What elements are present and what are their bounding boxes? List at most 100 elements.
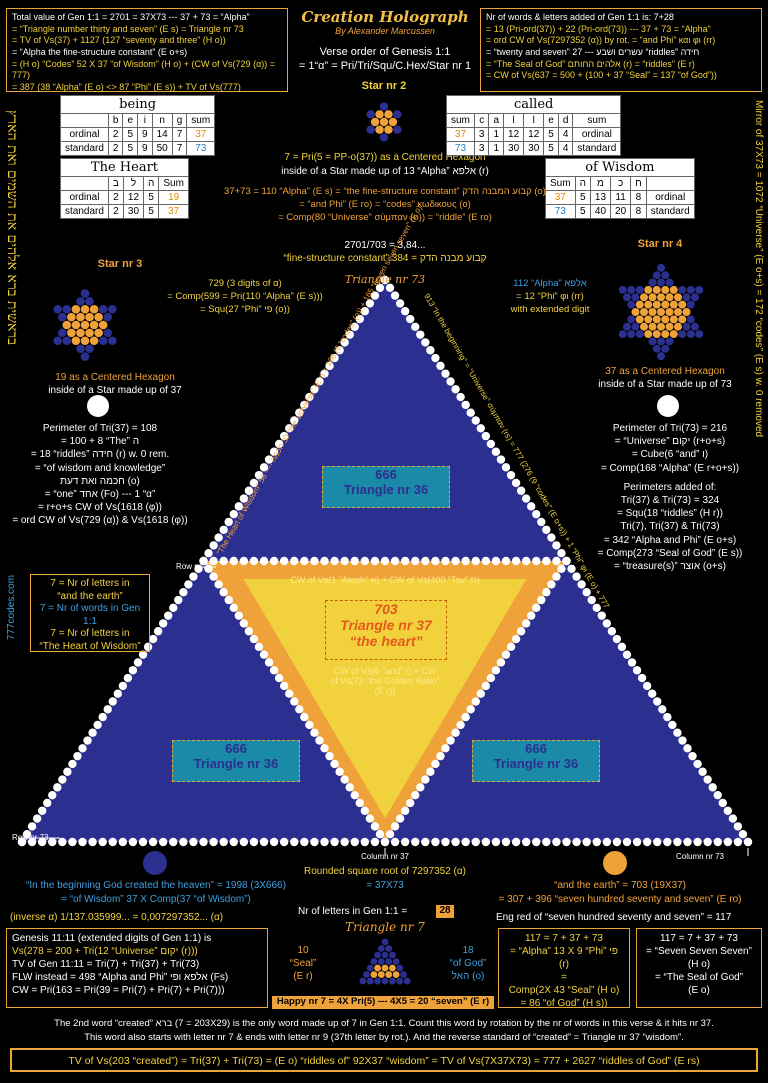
triangle-edge-dot [68, 759, 77, 769]
triangle-edge-dot [592, 603, 601, 613]
star4-dot [657, 278, 665, 287]
triangle-edge-dot [673, 837, 682, 847]
triangle-edge-dot [375, 283, 385, 293]
star4-dot [648, 337, 657, 346]
god18: 18 “of God” האל (o) [440, 944, 496, 983]
triangle-edge-dot [486, 439, 496, 449]
triangle-row37-dot [290, 556, 299, 566]
triangle-inner-dot [259, 650, 269, 659]
triangle-edge-dot [506, 470, 516, 480]
triangle-inner-dot [411, 790, 420, 800]
triangle-edge-dot [83, 736, 92, 745]
row73-label: Row nr 73 [12, 833, 49, 842]
triangle-edge-dot [663, 837, 672, 847]
star3-dot [85, 297, 94, 306]
star4-dot [669, 300, 678, 309]
triangle-edge-dot [133, 658, 143, 667]
triangle-inner-dot [264, 658, 274, 667]
triangle-row37-dot [209, 556, 218, 566]
triangle-inner-dot [214, 580, 223, 589]
heart-cell: 37 [158, 204, 189, 219]
perim37-7: = ord CW of Vs(729 (α)) & Vs(1618 (φ)) [12, 515, 188, 527]
tri7-dot [374, 977, 381, 985]
star3-dot [57, 328, 67, 338]
triangle-inner-dot [199, 556, 208, 566]
triangle-edge-dot [632, 837, 642, 847]
star2-dot [379, 117, 389, 127]
triangle-edge-dot [416, 330, 425, 339]
triangle-inner-dot [325, 751, 334, 761]
perim73-10: = Comp(273 “Seal of God” (E s)) [597, 547, 743, 559]
triangle-row37-dot [229, 556, 238, 566]
triangle-edge-dot [683, 744, 692, 753]
triangle-edge-dot [148, 837, 158, 847]
triangle-edge-dot [481, 431, 491, 441]
triangle-edge-dot [199, 837, 208, 847]
triangle-inner-dot [224, 595, 233, 605]
triangle-edge-dot [249, 837, 259, 847]
tri-br-number: 666 [525, 741, 547, 756]
triangle-edge-dot [678, 736, 687, 745]
star4-dot [678, 300, 687, 309]
triangle-edge-dot [723, 806, 733, 815]
eq117b-3: = “The Seal of God” [654, 972, 744, 983]
tri7-dot [400, 971, 407, 978]
mid-line-1: = “and Phi” (E ro) = “codes” κωδικους (o… [299, 199, 471, 210]
heaven-1: “In the beginning God created the heaven… [26, 880, 286, 891]
triangle-inner-dot [305, 720, 314, 730]
triangle-edge-dot [552, 837, 561, 847]
star3-dot [98, 320, 108, 330]
star4-dot [674, 322, 682, 331]
star4-dot [682, 322, 691, 331]
star3-dot [80, 352, 90, 361]
star4-dot [644, 330, 653, 339]
tr-line-5: = CW of Vs(637 = 500 + (100 + 37 “Seal” … [486, 70, 717, 81]
star4-dot [695, 330, 704, 339]
star4-dot [644, 300, 653, 309]
tri7-dot [370, 958, 378, 965]
star2-dot [379, 133, 389, 142]
triangle-edge-dot [627, 658, 637, 667]
triangle-inner-dot [516, 627, 526, 636]
star4-dot [661, 300, 670, 309]
called-cell: standard [572, 141, 622, 156]
triangle-inner-dot [471, 697, 480, 706]
eq117a-0: 117 = 7 + 37 + 73 [525, 933, 603, 944]
triangle-row37-dot [269, 556, 279, 566]
tl-line-5: = 387 (38 “Alpha” (E o) <> 87 “Phi” (E s… [12, 82, 241, 93]
star4-dot [665, 337, 674, 346]
triangle-edge-dot [653, 837, 662, 847]
called-cell: 30 [523, 141, 545, 156]
star4-dot [661, 285, 670, 294]
star4-dot [678, 285, 687, 294]
triangle-edge-dot [597, 611, 606, 620]
triangle-inner-dot [537, 595, 546, 605]
triangle-edge-dot [511, 478, 521, 488]
heart-block: 703 Triangle nr 37 “the heart” [325, 600, 447, 660]
star4-dot [657, 263, 665, 272]
triangle-inner-dot [274, 673, 284, 683]
triangle-edge-dot [456, 392, 465, 402]
heaven-2: = “of Wisdom” 37 X Comp(37 “of Wisdom”) [61, 894, 251, 905]
perim73-11: = “treasure(s)” אוצר (o+s) [614, 560, 726, 572]
triangle-edge-dot [542, 525, 551, 534]
star4-dot [652, 344, 661, 353]
heart-name: Triangle nr 37 [340, 617, 432, 633]
website-link[interactable]: 777codes.com [6, 574, 17, 640]
called-cell: 3 [473, 141, 490, 156]
perim73-6: Tri(37) & Tri(73) = 324 [620, 494, 720, 506]
star4-dot [627, 330, 636, 339]
star3-dot [103, 328, 113, 338]
triangle-edge-dot [421, 837, 430, 847]
triangle-edge-dot [703, 837, 712, 847]
star4-dot [627, 285, 636, 294]
star4-dot [665, 293, 674, 302]
star4-dot [652, 271, 661, 280]
triangle-edge-dot [673, 728, 682, 737]
triangle-inner-dot [355, 798, 364, 808]
triangle-edge-dot [224, 517, 233, 527]
triangle-edge-dot [108, 697, 117, 706]
tr-line-2: = ord CW of Vs(7297352 (α)) by rot. = “a… [486, 35, 716, 46]
